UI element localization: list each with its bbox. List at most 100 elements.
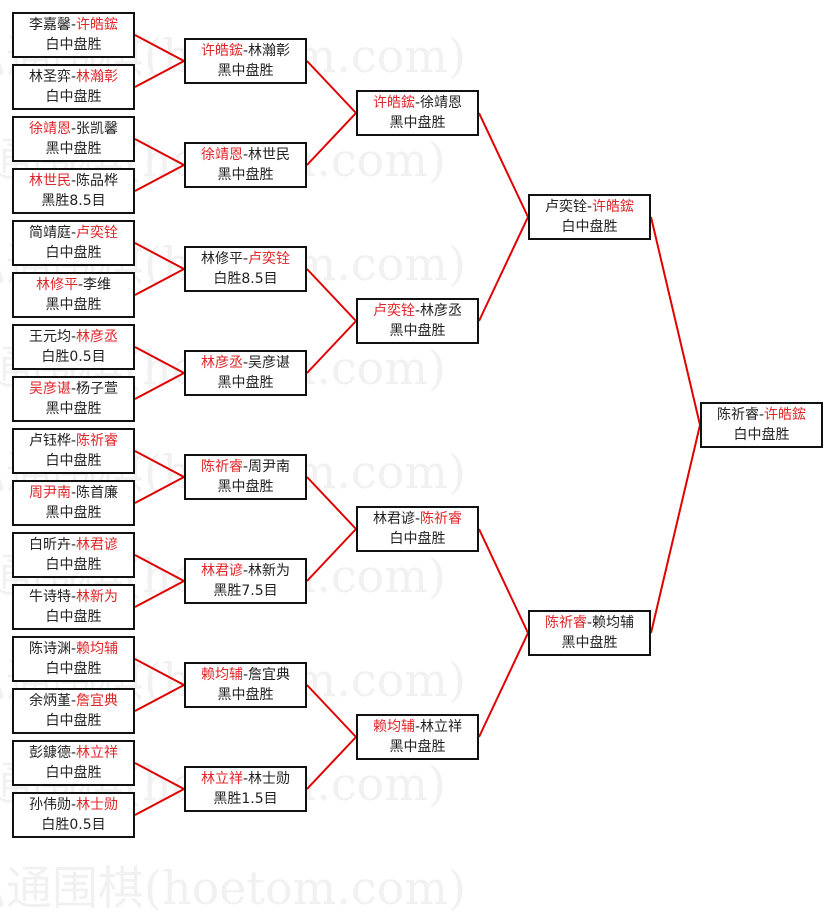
bracket-connector	[478, 216, 529, 322]
match-result: 黑中盘胜	[45, 297, 102, 313]
match-result: 黑胜7.5目	[213, 583, 278, 599]
match-box-r1-10[interactable]: 周尹南-陈首廉黑中盘胜	[12, 480, 135, 526]
match-result: 黑中盘胜	[389, 739, 446, 755]
match-players: 陈诗渊-赖均辅	[14, 639, 133, 659]
match-players: 李嘉馨-许皓鋐	[14, 15, 133, 35]
match-box-r1-1[interactable]: 李嘉馨-许皓鋐白中盘胜	[12, 12, 135, 58]
bracket-connector	[134, 60, 185, 88]
loser-name: 周尹南	[248, 459, 291, 475]
match-result: 白中盘胜	[45, 609, 102, 625]
match-players: 赖均辅-詹宜典	[186, 665, 305, 685]
loser-name: 林修平	[200, 251, 243, 267]
winner-name: 许皓鋐	[764, 407, 807, 423]
winner-name: 林新为	[76, 589, 119, 605]
match-box-r5-1[interactable]: 陈祈睿-许皓鋐白中盘胜	[700, 402, 823, 448]
match-box-r2-8[interactable]: 林立祥-林士勋黑胜1.5目	[184, 766, 307, 812]
separator: -	[70, 69, 77, 85]
bracket-connector	[134, 450, 185, 478]
separator: -	[242, 771, 249, 787]
winner-name: 林君谚	[200, 563, 243, 579]
match-box-r2-6[interactable]: 林君谚-林新为黑胜7.5目	[184, 558, 307, 604]
match-box-r1-5[interactable]: 简靖庭-卢奕铨白中盘胜	[12, 220, 135, 266]
match-box-r3-2[interactable]: 卢奕铨-林彦丞黑中盘胜	[356, 298, 479, 344]
match-box-r1-11[interactable]: 白昕卉-林君谚白中盘胜	[12, 532, 135, 578]
match-box-r1-14[interactable]: 余炳堇-詹宜典白中盘胜	[12, 688, 135, 734]
loser-name: 杨子萱	[76, 381, 119, 397]
bracket-connector	[134, 164, 185, 192]
match-result: 黑中盘胜	[217, 63, 274, 79]
bracket-connector	[306, 320, 357, 374]
winner-name: 林彦丞	[200, 355, 243, 371]
match-box-r3-1[interactable]: 许皓鋐-徐靖恩黑中盘胜	[356, 90, 479, 136]
match-players: 徐靖恩-林世民	[186, 145, 305, 165]
match-box-r4-1[interactable]: 卢奕铨-许皓鋐白中盘胜	[528, 194, 651, 240]
match-box-r1-15[interactable]: 彭鏮德-林立祥白中盘胜	[12, 740, 135, 786]
match-box-r1-6[interactable]: 林修平-李维黑中盘胜	[12, 272, 135, 318]
winner-name: 徐靖恩	[200, 147, 243, 163]
bracket-connector	[306, 684, 357, 738]
match-box-r1-4[interactable]: 林世民-陈品桦黑胜8.5目	[12, 168, 135, 214]
bracket-connector	[134, 684, 185, 712]
winner-name: 林彦丞	[76, 329, 119, 345]
match-box-r2-7[interactable]: 赖均辅-詹宜典黑中盘胜	[184, 662, 307, 708]
loser-name: 林瀚彰	[248, 43, 291, 59]
match-box-r1-12[interactable]: 牛诗特-林新为白中盘胜	[12, 584, 135, 630]
separator: -	[77, 277, 84, 293]
match-box-r3-4[interactable]: 赖均辅-林立祥黑中盘胜	[356, 714, 479, 760]
match-result: 白中盘胜	[561, 219, 618, 235]
separator: -	[70, 589, 77, 605]
match-box-r2-2[interactable]: 徐靖恩-林世民黑中盘胜	[184, 142, 307, 188]
loser-name: 林彦丞	[420, 303, 463, 319]
match-box-r4-2[interactable]: 陈祈睿-赖均辅黑中盘胜	[528, 610, 651, 656]
loser-name: 林圣弈	[28, 69, 71, 85]
match-players: 林彦丞-吴彦谌	[186, 353, 305, 373]
separator: -	[70, 173, 77, 189]
match-players: 白昕卉-林君谚	[14, 535, 133, 555]
separator: -	[70, 17, 77, 33]
match-box-r1-9[interactable]: 卢钰桦-陈祈睿白中盘胜	[12, 428, 135, 474]
match-box-r1-13[interactable]: 陈诗渊-赖均辅白中盘胜	[12, 636, 135, 682]
match-players: 牛诗特-林新为	[14, 587, 133, 607]
bracket-connector	[134, 268, 185, 296]
separator: -	[414, 95, 421, 111]
separator: -	[586, 199, 593, 215]
watermark-text: 弘通围棋(hoetom.com)	[0, 861, 466, 915]
loser-name: 白昕卉	[28, 537, 71, 553]
loser-name: 林新为	[248, 563, 291, 579]
match-box-r1-8[interactable]: 吴彦谌-杨子萱黑中盘胜	[12, 376, 135, 422]
match-result: 白中盘胜	[45, 713, 102, 729]
bracket-connector	[306, 60, 357, 114]
match-players: 孙伟勋-林士勋	[14, 795, 133, 815]
match-result: 黑中盘胜	[217, 167, 274, 183]
match-result: 白中盘胜	[45, 453, 102, 469]
match-result: 黑中盘胜	[561, 635, 618, 651]
loser-name: 陈诗渊	[28, 641, 71, 657]
winner-name: 陈祈睿	[420, 511, 463, 527]
match-result: 黑中盘胜	[45, 505, 102, 521]
match-box-r2-1[interactable]: 许皓鋐-林瀚彰黑中盘胜	[184, 38, 307, 84]
match-box-r2-3[interactable]: 林修平-卢奕铨白胜8.5目	[184, 246, 307, 292]
match-box-r2-4[interactable]: 林彦丞-吴彦谌黑中盘胜	[184, 350, 307, 396]
separator: -	[586, 615, 593, 631]
match-box-r1-2[interactable]: 林圣弈-林瀚彰白中盘胜	[12, 64, 135, 110]
match-result: 黑中盘胜	[217, 479, 274, 495]
match-box-r1-3[interactable]: 徐靖恩-张凯馨黑中盘胜	[12, 116, 135, 162]
match-players: 陈祈睿-赖均辅	[530, 613, 649, 633]
match-result: 黑胜1.5目	[213, 791, 278, 807]
match-players: 余炳堇-詹宜典	[14, 691, 133, 711]
separator: -	[242, 251, 249, 267]
match-result: 白中盘胜	[45, 661, 102, 677]
match-box-r3-3[interactable]: 林君谚-陈祈睿白中盘胜	[356, 506, 479, 552]
separator: -	[70, 121, 77, 137]
loser-name: 简靖庭	[28, 225, 71, 241]
bracket-connector	[134, 34, 185, 62]
separator: -	[242, 355, 249, 371]
bracket-connector	[134, 762, 185, 790]
match-box-r1-7[interactable]: 王元均-林彦丞白胜0.5目	[12, 324, 135, 370]
match-players: 王元均-林彦丞	[14, 327, 133, 347]
match-players: 林君谚-陈祈睿	[358, 509, 477, 529]
loser-name: 林立祥	[420, 719, 463, 735]
match-box-r1-16[interactable]: 孙伟勋-林士勋白胜0.5目	[12, 792, 135, 838]
loser-name: 孙伟勋	[28, 797, 71, 813]
match-box-r2-5[interactable]: 陈祈睿-周尹南黑中盘胜	[184, 454, 307, 500]
